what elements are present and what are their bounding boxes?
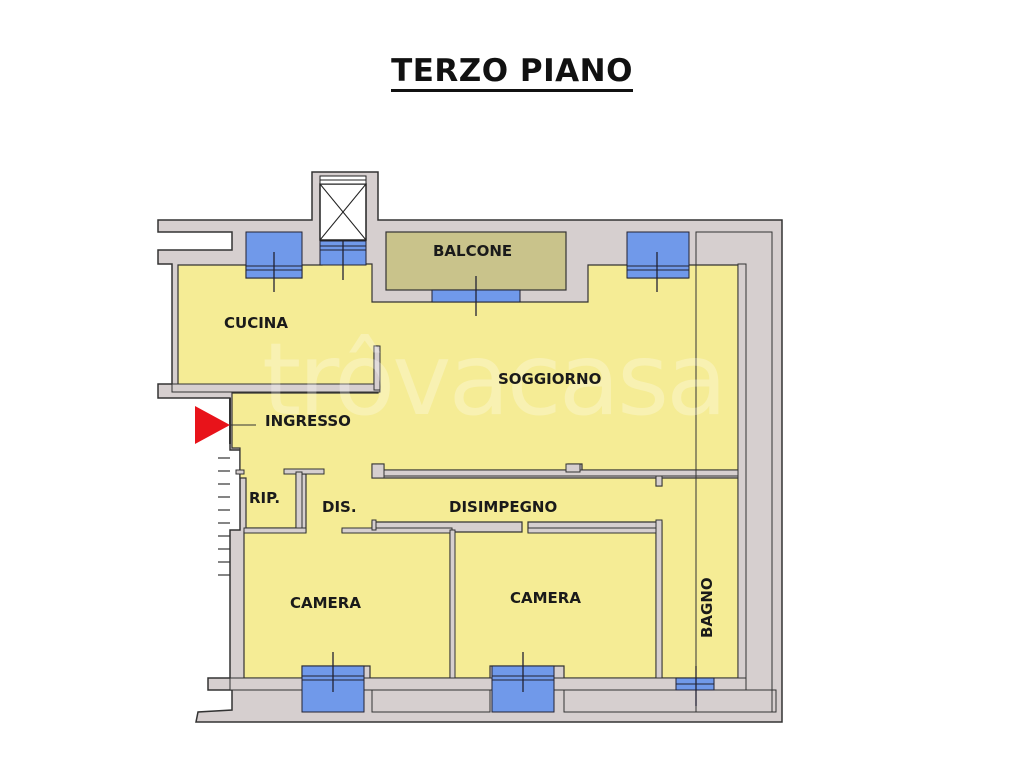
room-label-soggiorno: SOGGIORNO bbox=[498, 370, 601, 388]
entrance-arrow-icon bbox=[195, 406, 230, 444]
room-label-camera-1: CAMERA bbox=[290, 594, 361, 612]
room-label-cucina: CUCINA bbox=[224, 314, 288, 332]
floor-title-text: TERZO PIANO bbox=[391, 53, 633, 92]
room-label-disimpegno: DISIMPEGNO bbox=[449, 498, 557, 516]
floor-title: TERZO PIANO bbox=[0, 52, 1024, 92]
partition-walls bbox=[171, 263, 747, 681]
room-label-balcone: BALCONE bbox=[433, 242, 512, 260]
room-label-ingresso: INGRESSO bbox=[265, 412, 351, 430]
room-label-dis: DIS. bbox=[322, 498, 357, 516]
window-ticks bbox=[273, 240, 697, 706]
room-label-camera-2: CAMERA bbox=[510, 589, 581, 607]
room-label-ripostiglio: RIP. bbox=[249, 489, 280, 507]
room-label-bagno: BAGNO bbox=[698, 577, 716, 638]
stair-ticks bbox=[218, 398, 231, 576]
watermark: trôvacasa bbox=[262, 321, 724, 438]
elevator-shaft-icon bbox=[319, 175, 367, 241]
